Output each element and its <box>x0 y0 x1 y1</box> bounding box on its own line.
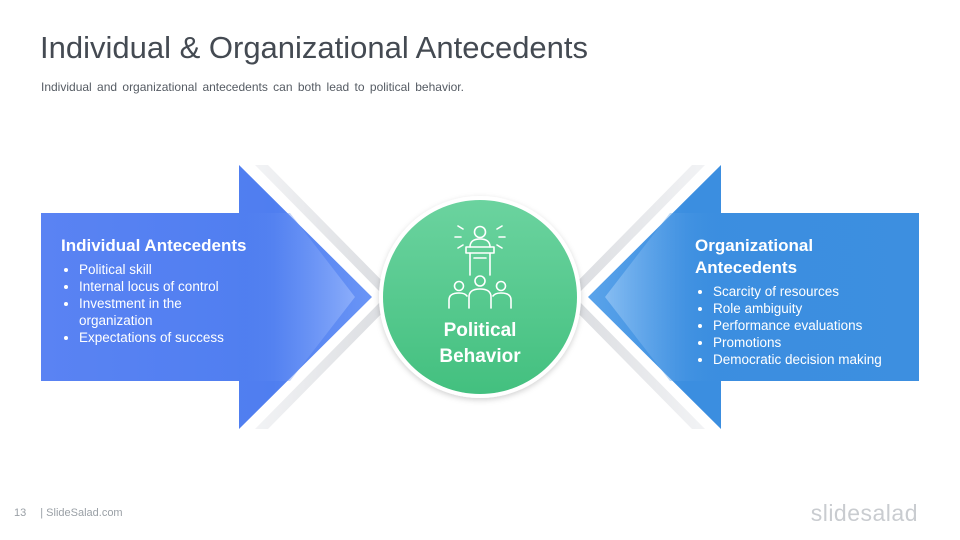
center-label-line1: Political <box>443 320 517 341</box>
footer: 13 | SlideSalad.com <box>14 507 123 519</box>
left-heading: Individual Antecedents <box>61 236 247 255</box>
list-item: Promotions <box>713 334 910 351</box>
slide-title: Individual & Organizational Antecedents <box>40 30 589 65</box>
list-item: Investment in the organization <box>79 295 251 329</box>
right-list: Scarcity of resources Role ambiguity Per… <box>695 283 910 368</box>
list-item: Democratic decision making <box>713 351 910 368</box>
left-list: Political skill Internal locus of contro… <box>61 261 251 346</box>
list-item: Political skill <box>79 261 251 278</box>
individual-antecedents-panel: Individual Antecedents Political skill I… <box>61 235 251 346</box>
right-arrow-inner-glow <box>605 213 721 381</box>
list-item: Scarcity of resources <box>713 283 910 300</box>
center-circle <box>383 200 577 394</box>
list-item: Expectations of success <box>79 329 251 346</box>
organizational-antecedents-panel: Organizational Antecedents Scarcity of r… <box>695 235 910 368</box>
right-heading: Organizational Antecedents <box>695 236 814 277</box>
footer-source: | SlideSalad.com <box>40 507 123 519</box>
list-item: Internal locus of control <box>79 278 251 295</box>
center-label: Political Behavior <box>383 318 577 370</box>
center-label-line2: Behavior <box>439 346 521 367</box>
speaker-audience-icon <box>448 225 512 309</box>
slide-subtitle: Individual and organizational antecedent… <box>41 80 464 94</box>
list-item: Performance evaluations <box>713 317 910 334</box>
list-item: Role ambiguity <box>713 300 910 317</box>
brand-logo: slidesalad <box>810 500 918 526</box>
left-arrow-inner-glow <box>239 213 355 381</box>
page-number: 13 <box>14 507 27 519</box>
